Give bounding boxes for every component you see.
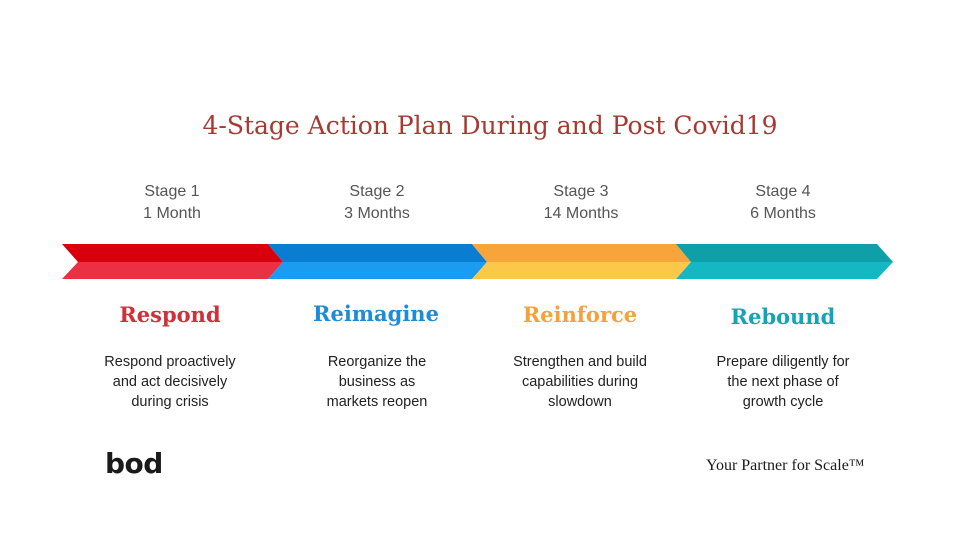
stage-4-arrow-bottom — [676, 262, 893, 279]
stage-1-name: Respond — [119, 302, 221, 327]
stage-2-arrow-top — [268, 244, 487, 262]
stage-2-description-line: Reorganize the — [327, 354, 427, 370]
stage-3-arrow-bottom — [472, 262, 691, 279]
stage-1-arrow-top — [62, 244, 283, 262]
stage-4-description-line: Prepare diligently for — [716, 354, 850, 370]
stage-3-description-line: Strengthen and build — [513, 354, 647, 370]
stage-2-arrow-bottom — [268, 262, 487, 279]
stage-3-duration: 14 Months — [543, 205, 619, 222]
stage-2-description-line: markets reopen — [326, 394, 428, 410]
stage-1-description: Respond proactively and act decisively d… — [85, 352, 255, 412]
stage-4-description: Prepare diligently for the next phase of… — [698, 352, 868, 412]
stage-2-number: Stage 2 — [349, 183, 405, 200]
stage-1-description-line: and act decisively — [112, 374, 228, 390]
stage-4-name: Rebound — [730, 304, 836, 329]
stage-2-name: Reimagine — [313, 301, 439, 326]
stage-3-number: Stage 3 — [553, 183, 609, 200]
stage-4-duration: 6 Months — [750, 205, 816, 222]
stage-4-description-line: growth cycle — [742, 394, 824, 410]
stage-1-description-line: Respond proactively — [104, 354, 236, 370]
stage-3-header: Stage 3 14 Months — [481, 181, 681, 225]
stage-2-description-line: business as — [338, 374, 416, 390]
stage-2-duration: 3 Months — [344, 205, 410, 222]
stage-1-header: Stage 1 1 Month — [72, 181, 272, 225]
stage-4-number: Stage 4 — [755, 183, 811, 200]
stage-3-description: Strengthen and build capabilities during… — [495, 352, 665, 412]
stage-3-description-line: slowdown — [548, 394, 612, 410]
stage-2-header: Stage 2 3 Months — [277, 181, 477, 225]
stage-1-arrow-bottom — [62, 262, 283, 279]
stage-4-description-line: the next phase of — [727, 374, 839, 390]
stage-2-description: Reorganize the business as markets reope… — [292, 352, 462, 412]
page-title: 4-Stage Action Plan During and Post Covi… — [202, 111, 778, 140]
stage-1-duration: 1 Month — [143, 205, 201, 222]
stage-1-description-line: during crisis — [131, 394, 209, 410]
stage-4-header: Stage 4 6 Months — [683, 181, 883, 225]
stage-1-number: Stage 1 — [144, 183, 200, 200]
stage-3-arrow-top — [472, 244, 691, 262]
stage-3-description-line: capabilities during — [521, 374, 639, 390]
tagline: Your Partner for Scale™ — [706, 457, 865, 474]
bod-logo: bod — [105, 447, 163, 480]
stage-4-arrow-top — [676, 244, 893, 262]
stage-3-name: Reinforce — [522, 302, 638, 327]
